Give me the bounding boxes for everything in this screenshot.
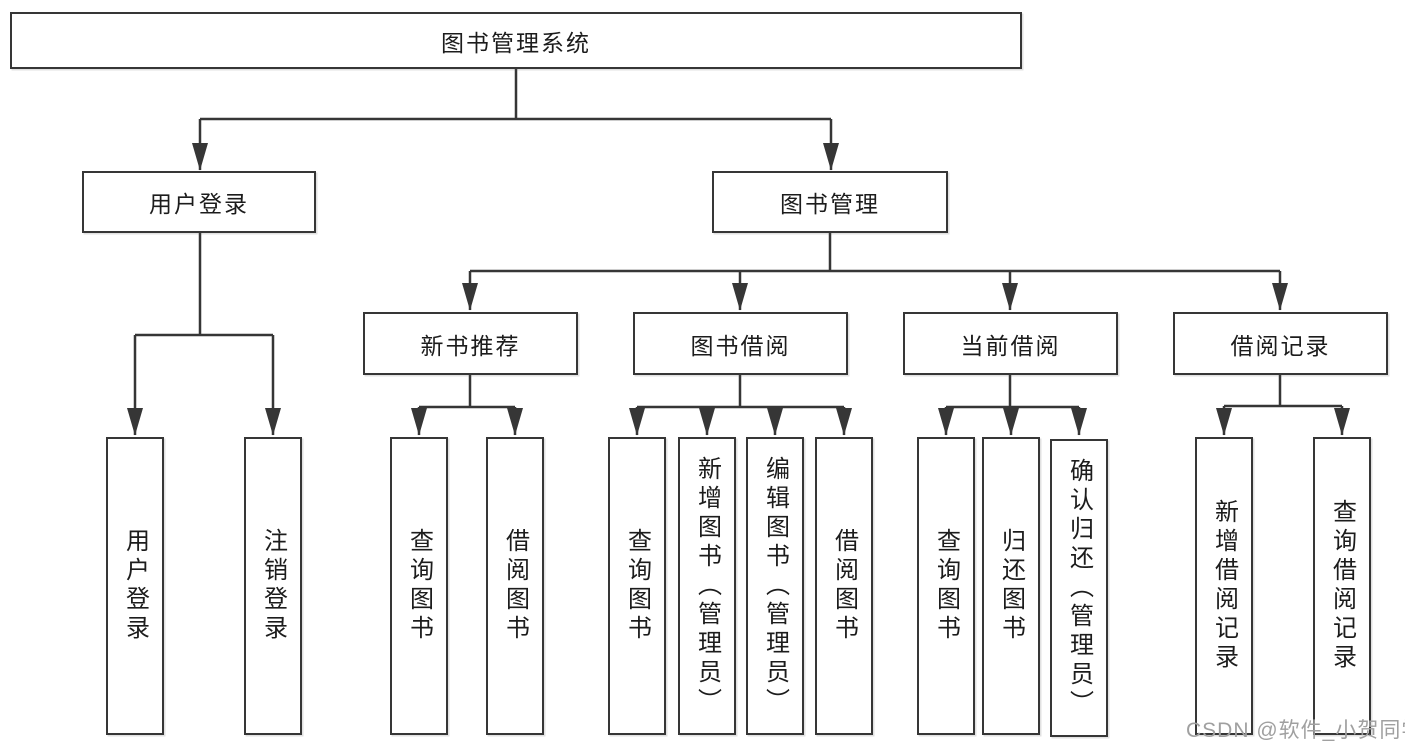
leaf-query-books-current: 查询图书 xyxy=(917,437,975,735)
leaf-query-borrow-record: 查询借阅记录 xyxy=(1313,437,1371,735)
node-root: 图书管理系统 xyxy=(10,12,1022,69)
leaf-return-book: 归还图书 xyxy=(982,437,1040,735)
leaf-borrow-books-recommend: 借阅图书 xyxy=(486,437,544,735)
leaf-logout: 注销登录 xyxy=(244,437,302,735)
connector-borrow-records xyxy=(1216,375,1351,436)
leaf-add-book-admin: 新增图书（管理员） xyxy=(678,437,736,735)
node-current-borrow: 当前借阅 xyxy=(903,312,1118,375)
connector-root xyxy=(192,68,840,171)
connector-user-login xyxy=(127,233,282,436)
connector-book-management xyxy=(462,233,1289,311)
connector-book-borrow xyxy=(629,375,853,436)
leaf-confirm-return-admin: 确认归还（管理员） xyxy=(1050,439,1108,737)
leaf-query-books-borrow: 查询图书 xyxy=(608,437,666,735)
node-new-book-recommend: 新书推荐 xyxy=(363,312,578,375)
node-user-login: 用户登录 xyxy=(82,171,316,233)
leaf-user-login: 用户登录 xyxy=(106,437,164,735)
connector-new-book-recommend xyxy=(411,375,524,436)
watermark: CSDN @软件_小贺同学 xyxy=(1186,719,1405,742)
node-book-borrow: 图书借阅 xyxy=(633,312,848,375)
leaf-borrow-books: 借阅图书 xyxy=(815,437,873,735)
leaf-query-books-recommend: 查询图书 xyxy=(390,437,448,735)
leaf-edit-book-admin: 编辑图书（管理员） xyxy=(746,437,804,735)
connector-current-borrow xyxy=(938,375,1088,436)
leaf-add-borrow-record: 新增借阅记录 xyxy=(1195,437,1253,735)
node-book-management: 图书管理 xyxy=(712,171,948,233)
node-borrow-records: 借阅记录 xyxy=(1173,312,1388,375)
